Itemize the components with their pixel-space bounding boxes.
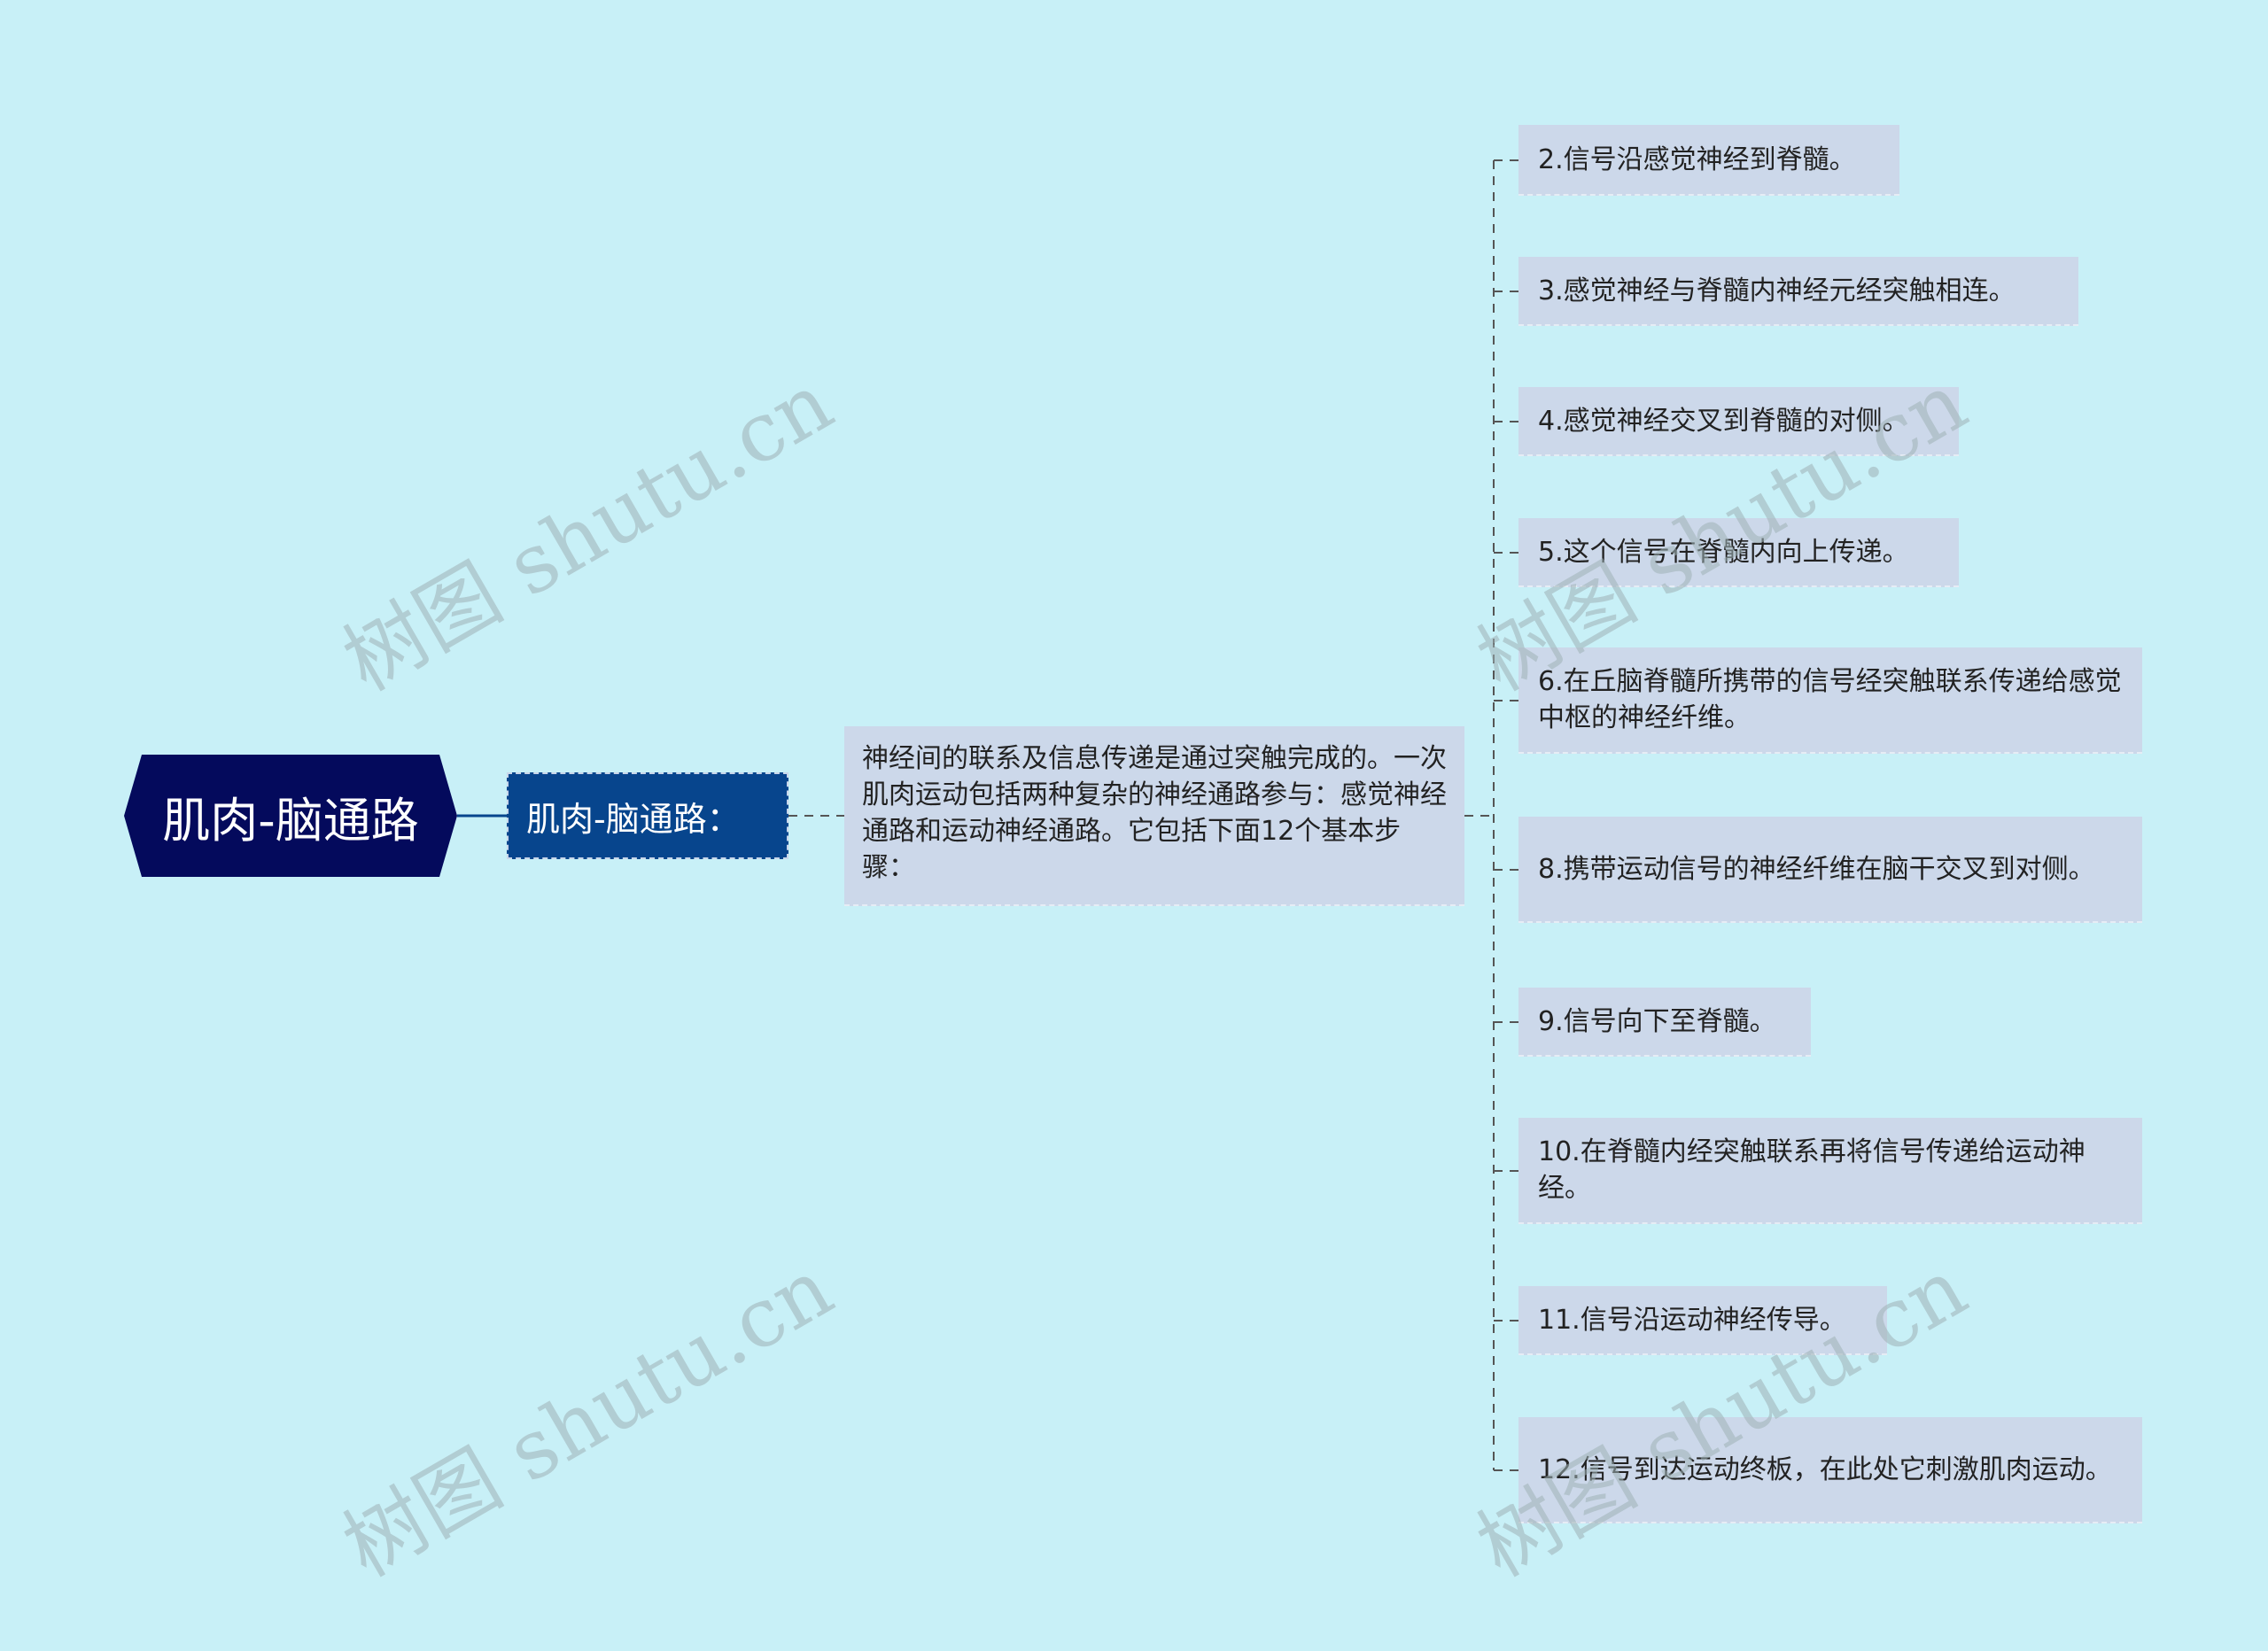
step-node-8[interactable]: 8.携带运动信号的神经纤维在脑干交叉到对侧。 (1518, 817, 2142, 923)
step-node-11[interactable]: 11.信号沿运动神经传导。 (1518, 1286, 1887, 1355)
step-text: 10.在脊髓内经突触联系再将信号传递给运动神经。 (1538, 1136, 2085, 1204)
step-node-4[interactable]: 4.感觉神经交叉到脊髓的对侧。 (1518, 387, 1959, 456)
step-text: 3.感觉神经与脊髓内神经元经突触相连。 (1538, 275, 2016, 306)
step-text: 2.信号沿感觉神经到脊髓。 (1538, 143, 1856, 175)
step-text: 5.这个信号在脊髓内向上传递。 (1538, 536, 1909, 568)
root-node-label: 肌肉-脑通路 (162, 792, 419, 849)
sub-topic-label: 肌肉-脑通路： (526, 799, 741, 839)
step-text: 11.信号沿运动神经传导。 (1538, 1304, 1846, 1336)
description-node[interactable]: 神经间的联系及信息传递是通过突触完成的。一次肌肉运动包括两种复杂的神经通路参与：… (844, 726, 1464, 906)
step-node-12[interactable]: 12.信号到达运动终板，在此处它刺激肌肉运动。 (1518, 1417, 2142, 1523)
step-text: 9.信号向下至脊髓。 (1538, 1005, 1776, 1037)
step-node-6[interactable]: 6.在丘脑脊髓所携带的信号经突触联系传递给感觉中枢的神经纤维。 (1518, 647, 2142, 754)
description-text: 神经间的联系及信息传递是通过突触完成的。一次肌肉运动包括两种复杂的神经通路参与：… (862, 743, 1447, 883)
step-node-5[interactable]: 5.这个信号在脊髓内向上传递。 (1518, 518, 1959, 587)
root-hexagon-shape (124, 755, 457, 877)
step-node-9[interactable]: 9.信号向下至脊髓。 (1518, 988, 1811, 1057)
step-text: 6.在丘脑脊髓所携带的信号经突触联系传递给感觉中枢的神经纤维。 (1538, 666, 2122, 733)
root-node[interactable]: 肌肉-脑通路 (124, 755, 457, 877)
sub-topic-node[interactable]: 肌肉-脑通路： (507, 772, 788, 859)
step-text: 12.信号到达运动终板，在此处它刺激肌肉运动。 (1538, 1453, 2112, 1485)
step-node-2[interactable]: 2.信号沿感觉神经到脊髓。 (1518, 125, 1899, 196)
step-text: 8.携带运动信号的神经纤维在脑干交叉到对侧。 (1538, 853, 2095, 885)
step-node-3[interactable]: 3.感觉神经与脊髓内神经元经突触相连。 (1518, 257, 2078, 326)
step-text: 4.感觉神经交叉到脊髓的对侧。 (1538, 405, 1909, 437)
step-node-10[interactable]: 10.在脊髓内经突触联系再将信号传递给运动神经。 (1518, 1118, 2142, 1224)
